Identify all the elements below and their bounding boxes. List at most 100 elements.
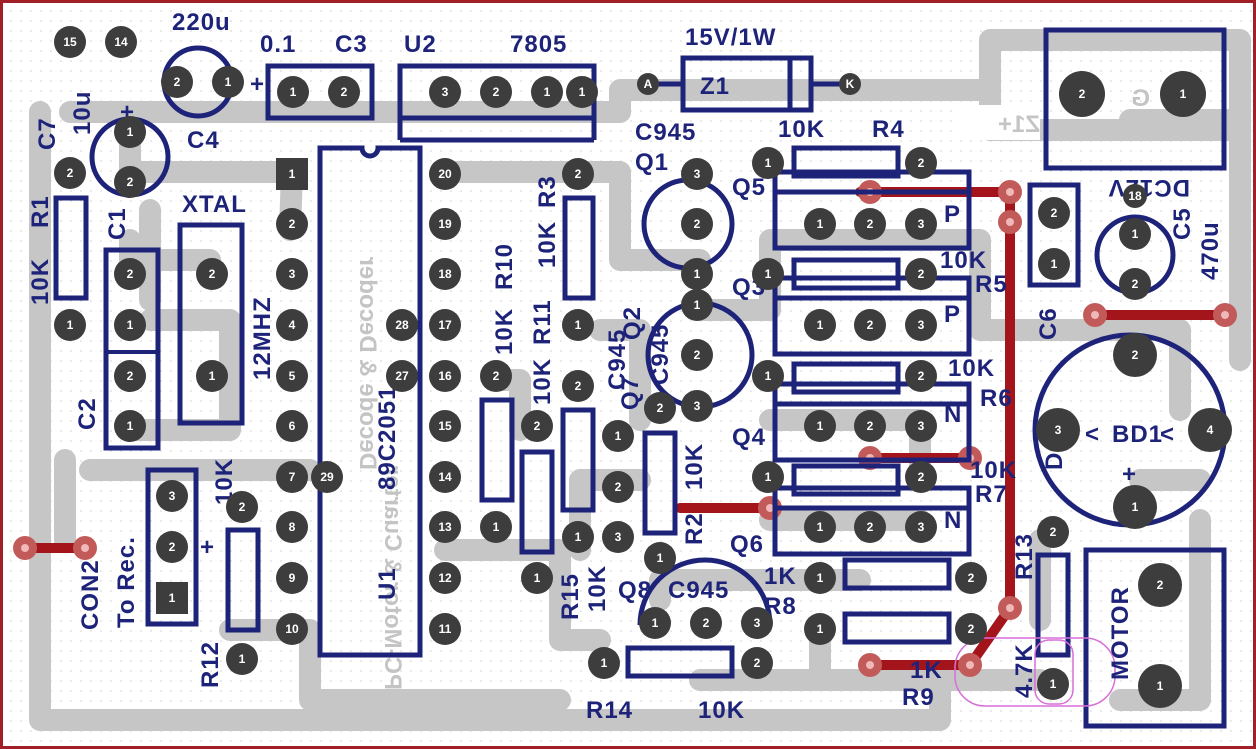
pad: 2 [1038,197,1070,229]
svg-text:1: 1 [1132,227,1139,241]
pad: 2 [114,166,146,198]
c4-plus: + [250,71,265,98]
svg-text:1: 1 [1157,679,1164,693]
svg-text:20: 20 [438,167,452,181]
pad: 2 [562,158,594,190]
r11-value-label: 10K [529,358,556,405]
pad: 2 [955,613,987,645]
q4-label: Q4 [732,424,766,451]
svg-text:19: 19 [438,217,452,231]
svg-text:K: K [846,77,855,91]
pad: 2 [1138,563,1182,607]
q7-type-label: C945 [604,329,631,390]
svg-text:5: 5 [289,369,296,383]
svg-text:1: 1 [579,85,586,99]
z1-value-label: 15V/1W [685,24,776,51]
svg-text:1: 1 [765,369,772,383]
svg-text:2: 2 [127,175,134,189]
svg-text:1: 1 [575,530,582,544]
svg-text:1: 1 [1051,257,1058,271]
svg-text:1: 1 [657,551,664,565]
c1-label: C1 [104,207,131,240]
q8-label: Q8 [618,577,652,604]
pad: 2 [690,607,722,639]
svg-text:2: 2 [174,75,181,89]
pad: 1 [602,420,634,452]
c6-label: C6 [1035,307,1062,340]
svg-text:15: 15 [63,35,77,49]
pad: 15 [429,410,461,442]
r12-label: R12 [197,641,224,688]
svg-text:17: 17 [438,318,452,332]
svg-text:1: 1 [534,571,541,585]
r7-label: R7 [975,481,1008,508]
pad: 3 [156,480,188,512]
u2-label: U2 [404,31,437,58]
svg-text:3: 3 [918,217,925,231]
r13-label: R13 [1011,533,1038,580]
svg-text:3: 3 [918,419,925,433]
svg-text:2: 2 [918,156,925,170]
svg-text:1: 1 [239,652,246,666]
svg-text:2: 2 [127,267,134,281]
pad: 5 [276,360,308,392]
pad: 1 [114,309,146,341]
svg-text:8: 8 [289,520,296,534]
svg-text:1: 1 [169,591,176,605]
q5-p-label: P [944,201,961,228]
pad: 1 [480,511,512,543]
pad: 10 [276,613,308,645]
c5-value-label: 470u [1197,221,1224,280]
svg-text:3: 3 [694,399,701,413]
svg-text:2: 2 [1157,578,1164,592]
svg-text:3: 3 [1055,423,1062,437]
r14-value-label: 10K [698,697,745,724]
pad: 2 [644,392,676,424]
svg-text:1: 1 [765,267,772,281]
pad: 1 [521,562,553,594]
pad: 18 [1123,184,1147,208]
svg-text:2: 2 [694,348,701,362]
pad: 17 [429,309,461,341]
pad: 1 [1138,664,1182,708]
pad: 7 [276,461,308,493]
c2-mid-divider [106,350,158,354]
pad: 3 [741,607,773,639]
bd1-plus: + [1122,461,1137,488]
r11-label: R11 [529,299,556,345]
pad: 1 [531,76,563,108]
pad: 2 [955,562,987,594]
pad: 2 [905,461,937,493]
pad: 3 [905,208,937,240]
pad: 11 [429,613,461,645]
r1-value-label: 10K [27,258,54,305]
svg-text:1: 1 [817,571,824,585]
pad: 2 [54,157,86,189]
svg-text:18: 18 [438,267,452,281]
pad: 29 [311,461,343,493]
z1-mirror-text: Z1+ [998,111,1040,138]
svg-text:28: 28 [395,318,409,332]
svg-text:1: 1 [765,156,772,170]
pad: 1 [1160,71,1206,117]
q4-n-label: N [944,401,962,428]
pad: 1 [196,360,228,392]
svg-text:1: 1 [225,75,232,89]
svg-text:2: 2 [1132,277,1139,291]
r15-value-label: 10K [584,565,611,612]
xtal-label: XTAL [182,191,247,218]
pad: 2 [276,208,308,240]
z1-pad-a: A [637,73,659,95]
svg-text:1: 1 [127,318,134,332]
r5-value-label: 10K [940,247,987,274]
motor-label: MOTOR [1107,586,1134,680]
u1-pin-1: 1 [276,158,308,190]
pad: 14 [105,26,137,58]
pad: 2 [1037,516,1069,548]
pad: 2 [854,208,886,240]
svg-text:2: 2 [575,379,582,393]
svg-text:1: 1 [817,318,824,332]
pad: 2 [156,531,188,563]
pad: 2 [905,258,937,290]
z1-label: Z1 [700,73,730,100]
